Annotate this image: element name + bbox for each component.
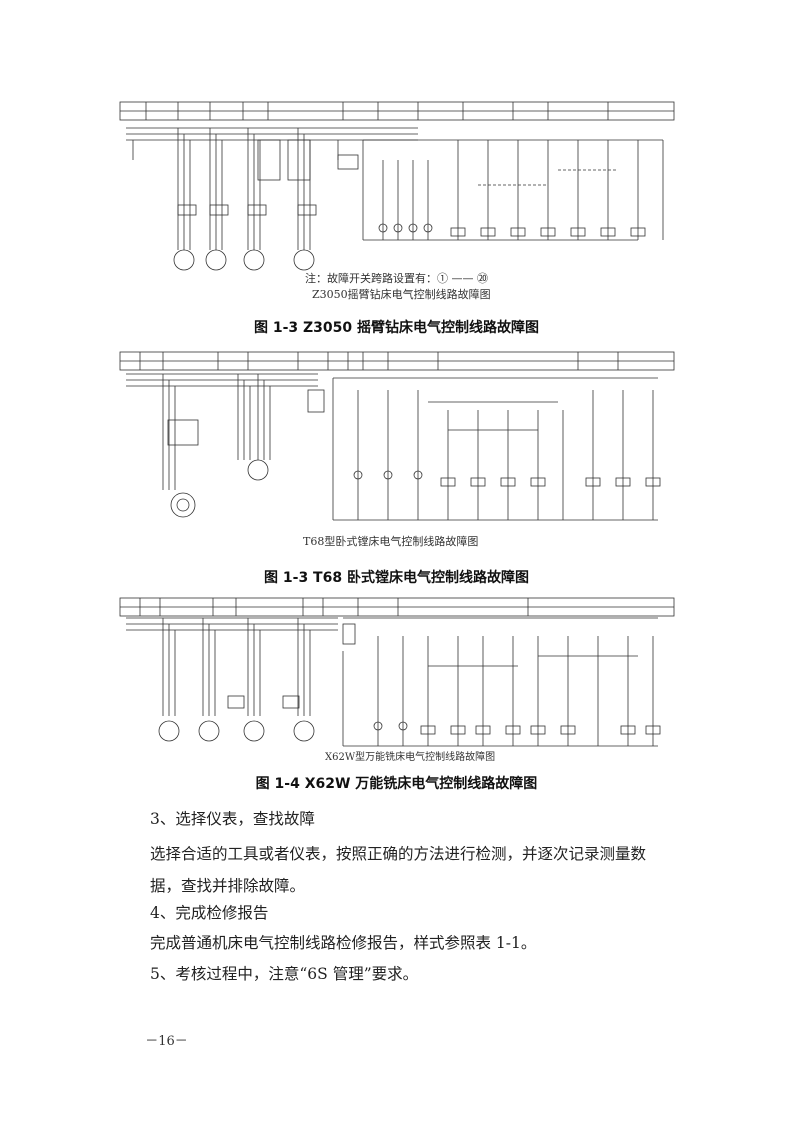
section-5-heading: 5、考核过程中，注意“6S 管理”要求。 <box>150 965 419 983</box>
z3050-fault-note: 注：故障开关跨路设置有：① —— ⑳ <box>305 272 488 285</box>
x62w-sub-caption: X62W型万能铣床电气控制线路故障图 <box>325 752 496 763</box>
figure-1-4-caption: 图 1-4 X62W 万能铣床电气控制线路故障图 <box>255 776 538 792</box>
page-number: －16－ <box>145 1034 188 1049</box>
z3050-circuit-diagram <box>118 100 676 300</box>
x62w-circuit-diagram <box>118 596 676 758</box>
figure-1-3-caption: 图 1-3 Z3050 摇臂钻床电气控制线路故障图 <box>253 320 540 336</box>
t68-sub-caption: T68型卧式镗床电气控制线路故障图 <box>303 535 479 548</box>
section-4-body: 完成普通机床电气控制线路检修报告，样式参照表 1-1。 <box>150 934 537 952</box>
z3050-sub-caption: Z3050摇臂钻床电气控制线路故障图 <box>312 288 491 301</box>
section-3-body: 选择合适的工具或者仪表，按照正确的方法进行检测，并逐次记录测量数据，查找并排除故… <box>150 845 647 895</box>
section-3-heading: 3、选择仪表，查找故障 <box>150 810 315 828</box>
t68-circuit-diagram <box>118 350 676 528</box>
section-4-heading: 4、完成检修报告 <box>150 904 269 922</box>
figure-1-3-t68-caption: 图 1-3 T68 卧式镗床电气控制线路故障图 <box>264 570 529 586</box>
